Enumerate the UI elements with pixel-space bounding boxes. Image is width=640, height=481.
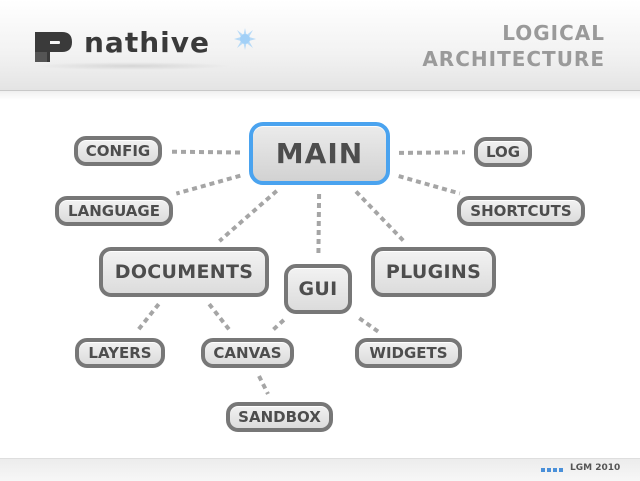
header-shadow — [0, 90, 640, 100]
splash-icon — [234, 28, 256, 50]
footer-credit: LGM 2010 — [570, 463, 621, 473]
edge-gui-canvas — [269, 318, 286, 334]
nathive-logo: nathive — [32, 26, 262, 70]
page-title-line-1: LOGICAL — [502, 21, 605, 45]
edge-canvas-sandbox — [257, 375, 270, 395]
node-language: LANGUAGE — [55, 196, 173, 226]
node-main: MAIN — [249, 122, 390, 185]
node-canvas: CANVAS — [201, 338, 294, 368]
edge-main-log — [398, 150, 466, 155]
edge-main-plugins — [354, 190, 405, 242]
node-plugins: PLUGINS — [371, 247, 496, 297]
edge-main-language — [175, 173, 241, 196]
footer-dots-icon — [541, 468, 563, 472]
logo-mark-icon — [35, 32, 72, 62]
edge-main-config — [170, 149, 241, 155]
node-documents: DOCUMENTS — [99, 247, 269, 297]
node-widgets: WIDGETS — [355, 338, 462, 368]
node-gui: GUI — [284, 264, 352, 314]
node-shortcuts: SHORTCUTS — [457, 196, 585, 226]
logo-text-value: nathive — [84, 26, 210, 59]
page-title-line-2: ARCHITECTURE — [422, 47, 605, 71]
page-title: LOGICAL ARCHITECTURE — [345, 20, 605, 72]
edge-main-documents — [218, 189, 279, 243]
edge-gui-widgets — [358, 316, 382, 335]
node-log: LOG — [474, 137, 532, 167]
edge-main-gui — [316, 193, 322, 256]
node-layers: LAYERS — [75, 338, 165, 368]
node-config: CONFIG — [74, 136, 162, 166]
edge-main-shortcuts — [398, 174, 461, 196]
logo-text: nathive — [84, 26, 210, 59]
edge-documents-layers — [135, 302, 161, 333]
edge-documents-canvas — [207, 302, 232, 333]
logo-reflection — [32, 62, 232, 70]
node-sandbox: SANDBOX — [226, 402, 333, 432]
footer-bar: LGM 2010 — [0, 458, 640, 481]
header-bar: nathive LOGICAL ARCHITECTURE — [0, 0, 640, 91]
